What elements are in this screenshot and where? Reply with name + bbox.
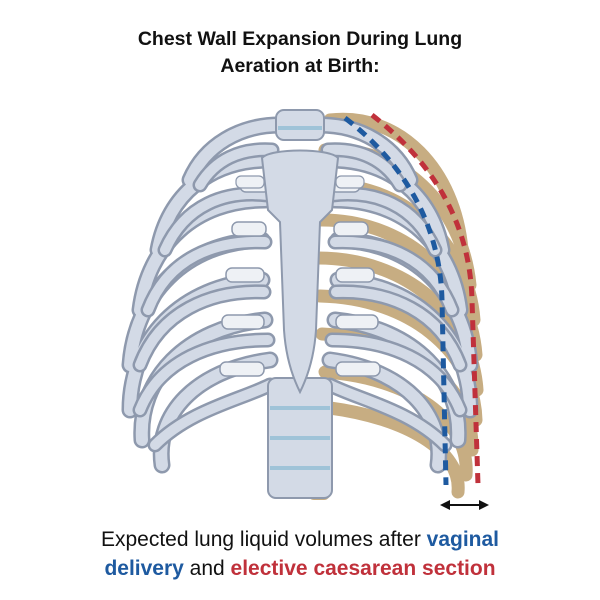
caption-prefix: Expected lung liquid volumes after: [100, 528, 427, 551]
spine: [267, 109, 333, 499]
title-line-1: Chest Wall Expansion During Lung: [137, 28, 463, 50]
caption-delivery: delivery: [104, 557, 184, 580]
caption-middle: and: [183, 557, 231, 580]
sternum: [260, 149, 340, 395]
title-line-2: Aeration at Birth:: [220, 55, 380, 77]
caption-line-2: delivery and elective caesarean section: [0, 554, 600, 583]
vaginal-delivery-outline: [343, 116, 449, 486]
caption-line-1: Expected lung liquid volumes after vagin…: [0, 525, 600, 554]
double-arrow-icon: [440, 500, 489, 510]
diagram-title: Chest Wall Expansion During Lung Aeratio…: [0, 26, 600, 80]
caption-caesarean: elective caesarean section: [230, 557, 496, 580]
figure-caption: Expected lung liquid volumes after vagin…: [0, 525, 600, 583]
caption-vaginal: vaginal: [426, 528, 500, 551]
